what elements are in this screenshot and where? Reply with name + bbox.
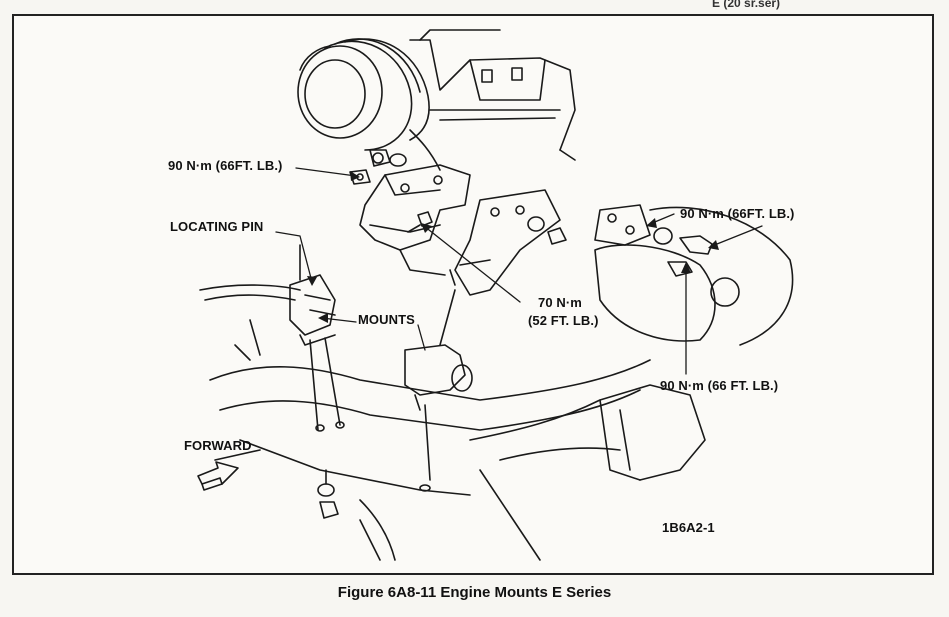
engine-block bbox=[409, 29, 576, 171]
center-rubber-mount bbox=[404, 289, 473, 481]
stud-lines bbox=[299, 244, 456, 286]
torque-label-center-ftlb: (52 FT. LB.) bbox=[528, 313, 599, 328]
upper-left-hardware bbox=[349, 149, 407, 185]
torque-label-right-upper: 90 N·m (66FT. LB.) bbox=[680, 206, 795, 221]
fender-lines bbox=[199, 284, 301, 361]
right-hardware bbox=[527, 216, 713, 277]
torque-label-upper-left: 90 N·m (66FT. LB.) bbox=[168, 158, 283, 173]
lower-hardware bbox=[317, 469, 339, 519]
torque-label-right-lower: 90 N·m (66 FT. LB.) bbox=[660, 378, 779, 393]
center-bolt bbox=[407, 211, 433, 233]
mounts-label: MOUNTS bbox=[358, 312, 415, 327]
right-bracket bbox=[594, 204, 794, 346]
torque-label-center: 70 N·m bbox=[538, 295, 582, 310]
cut-off-header-text: E (20 sr.ser) bbox=[712, 0, 781, 10]
center-bracket bbox=[454, 189, 561, 296]
locating-pin-label: LOCATING PIN bbox=[170, 219, 264, 234]
figure-code: 1B6A2-1 bbox=[662, 520, 715, 535]
forward-arrow-icon bbox=[197, 461, 239, 491]
left-rubber-mount bbox=[289, 274, 341, 431]
pulley bbox=[297, 38, 430, 151]
leader-lines bbox=[275, 167, 763, 375]
figure-caption: Figure 6A8-11 Engine Mounts E Series bbox=[337, 584, 612, 601]
frame-crossmember bbox=[209, 359, 706, 561]
left-engine-bracket bbox=[359, 164, 471, 276]
forward-label: FORWARD bbox=[184, 438, 252, 453]
